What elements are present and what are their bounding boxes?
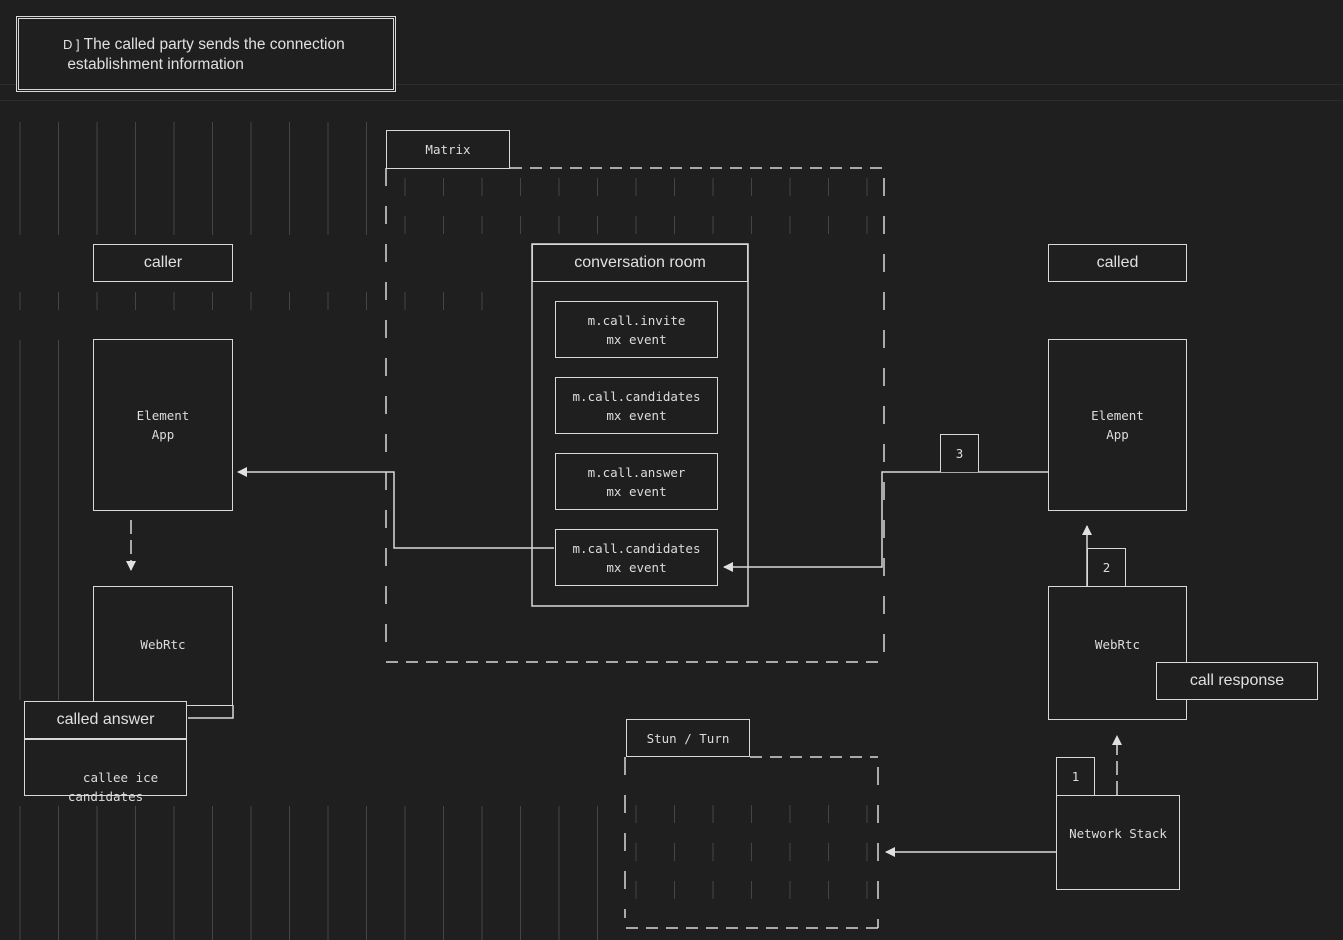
separator [0, 84, 1343, 85]
caller-label: caller [143, 254, 183, 271]
event-candidates-callee[interactable]: m.call.candidates mx event [555, 529, 718, 586]
step-title-box: D ] The called party sends the connectio… [16, 16, 396, 92]
conversation-room-label: conversation room [574, 254, 706, 271]
event-type: mx event [606, 331, 667, 347]
step-badge-3: 3 [940, 434, 979, 472]
step-title-line2: establishment information [67, 56, 244, 73]
called-label-box[interactable]: called [1048, 244, 1187, 282]
network-stack-label: Network Stack [1069, 826, 1167, 841]
step-title-line1: The called party sends the connection [83, 36, 345, 53]
answer-line1: callee ice [82, 769, 159, 785]
connector-called-to-room [723, 471, 1048, 572]
event-type: mx event [606, 483, 667, 499]
stun-turn-label-box[interactable]: Stun / Turn [626, 719, 750, 757]
separator [0, 100, 1343, 101]
call-response-label: call response [1189, 672, 1285, 689]
answer-line2: candidates [67, 788, 144, 804]
event-name: m.call.invite [587, 312, 686, 328]
connector-webrtc-to-answer [188, 705, 234, 719]
step-badge-1: 1 [1056, 757, 1095, 795]
event-invite[interactable]: m.call.invite mx event [555, 301, 718, 358]
event-type: mx event [606, 559, 667, 575]
step-prefix: D ] [63, 37, 80, 52]
step-number: 3 [955, 446, 964, 461]
called-app-line1: Element [1091, 408, 1144, 423]
event-name: m.call.candidates [572, 388, 701, 404]
divider [25, 738, 186, 740]
matrix-label: Matrix [425, 142, 471, 157]
matrix-container [385, 167, 885, 663]
conversation-room-header[interactable]: conversation room [532, 244, 748, 282]
stun-turn-label: Stun / Turn [646, 730, 730, 746]
called-label: called [1096, 254, 1139, 271]
caller-app-line1: Element [136, 408, 190, 423]
called-webrtc-label: WebRtc [1094, 637, 1141, 652]
network-stack[interactable]: Network Stack [1056, 795, 1180, 890]
call-response-box[interactable]: call response [1156, 662, 1318, 700]
caller-webrtc-label: WebRtc [140, 637, 186, 652]
caller-webrtc[interactable]: WebRtc [93, 586, 233, 706]
step-number: 2 [1102, 560, 1111, 575]
called-answer-title: called answer [56, 711, 155, 728]
step-number: 1 [1071, 769, 1080, 784]
event-type: mx event [606, 407, 667, 423]
caller-app-line2: App [151, 427, 175, 442]
called-answer-box[interactable]: called answer callee ice candidates [24, 701, 187, 804]
event-name: m.call.answer [587, 464, 686, 480]
event-name: m.call.candidates [572, 540, 701, 556]
stun-container [624, 756, 879, 929]
event-candidates[interactable]: m.call.candidates mx event [555, 377, 718, 434]
called-app-line2: App [1106, 427, 1129, 442]
event-answer[interactable]: m.call.answer mx event [555, 453, 718, 510]
matrix-label-box[interactable]: Matrix [386, 130, 510, 169]
connector-room-to-caller [237, 467, 554, 549]
caller-label-box[interactable]: caller [93, 244, 233, 282]
step-badge-2: 2 [1087, 548, 1126, 586]
